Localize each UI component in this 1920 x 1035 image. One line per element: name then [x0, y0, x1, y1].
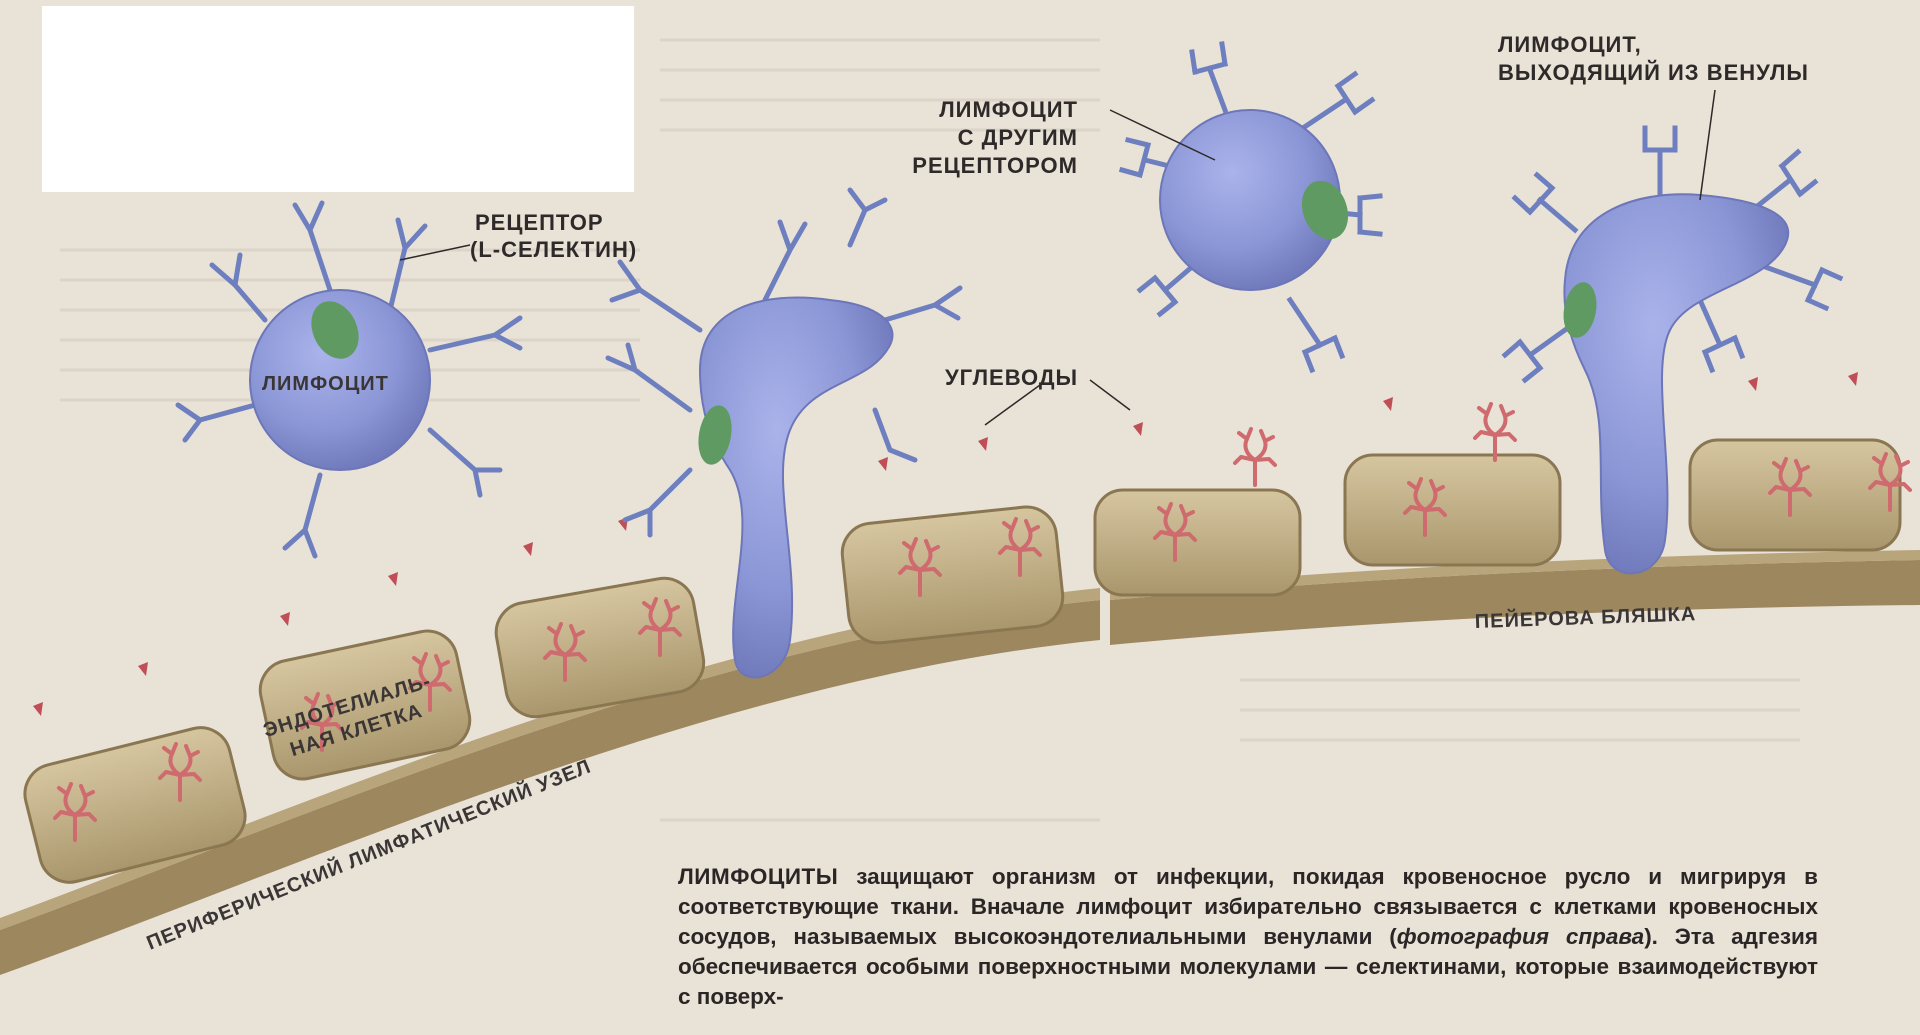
endothelial-cell: [1690, 440, 1900, 550]
lymphocyte-other-receptor: [1122, 44, 1380, 370]
endothelial-cell: [839, 504, 1065, 646]
caption-lead: ЛИМФОЦИТЫ: [678, 864, 838, 889]
carbohydrate: [1235, 429, 1275, 485]
carbohydrate: [1475, 404, 1515, 460]
caption-italic: фотография справа: [1397, 924, 1644, 949]
label-leaving-line1: ЛИМФОЦИТ,: [1498, 32, 1642, 57]
label-other-receptor-line2: С ДРУГИМ: [958, 125, 1078, 150]
label-leaving-line2: ВЫХОДЯЩИЙ ИЗ ВЕНУЛЫ: [1498, 60, 1809, 85]
label-lymphocyte: ЛИМФОЦИТ: [262, 373, 389, 395]
label-receptor-line1: РЕЦЕПТОР: [475, 210, 604, 235]
label-carbohydrates: УГЛЕВОДЫ: [945, 365, 1078, 390]
blank-box: [42, 6, 634, 192]
endothelial-cell: [1345, 455, 1560, 565]
endothelial-cell: [1095, 490, 1300, 595]
figure-caption: ЛИМФОЦИТЫ защищают организм от инфекции,…: [678, 862, 1818, 1012]
label-receptor-line2: (L-СЕЛЕКТИН): [470, 237, 637, 262]
label-other-receptor-line3: РЕЦЕПТОРОМ: [912, 153, 1078, 178]
label-other-receptor-line1: ЛИМФОЦИТ: [939, 97, 1078, 122]
endothelial-cells-left: [19, 504, 1066, 889]
